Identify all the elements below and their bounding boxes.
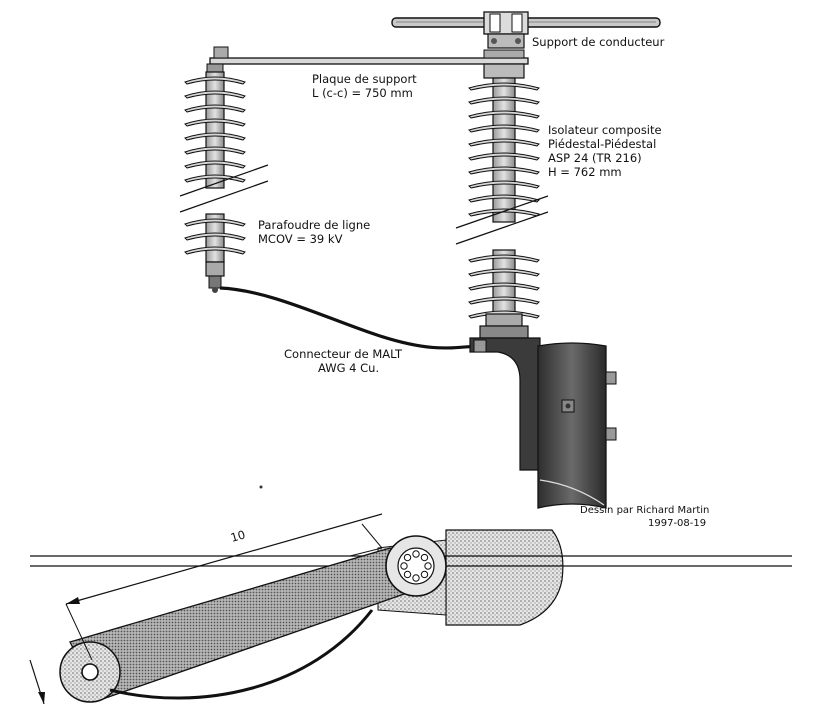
plan-view: [29, 513, 792, 705]
arrester-shed: [184, 132, 246, 141]
clamp-bolt: [412, 574, 420, 582]
insulator-shed: [468, 82, 540, 91]
label-connecteur-1: Connecteur de MALT: [284, 347, 403, 361]
break-marks: [179, 164, 549, 245]
clamp-bolt: [403, 553, 412, 562]
insulator-shed: [468, 166, 540, 175]
ground-cable: [219, 286, 479, 350]
arrester-shed: [184, 118, 246, 127]
arrester-shed: [184, 90, 246, 99]
clamp-bolt: [420, 553, 429, 562]
label-isolateur-4: H = 762 mm: [548, 165, 622, 179]
pole-bracket: [469, 337, 541, 471]
surge-arrester: [184, 63, 246, 293]
arrester-shed: [184, 76, 246, 85]
clamp-bolt: [400, 562, 408, 570]
arrester-shed: [184, 232, 246, 241]
wooden-pole: [537, 342, 617, 509]
label-parafoudre-2: MCOV = 39 kV: [258, 232, 343, 246]
clamp-bolt: [420, 570, 429, 579]
clamp-bolt: [403, 570, 412, 579]
label-parafoudre-1: Parafoudre de ligne: [258, 218, 370, 232]
composite-insulator: [468, 63, 540, 339]
insulator-shed: [468, 268, 540, 277]
insulator-shed: [468, 180, 540, 189]
arrester-shed: [184, 174, 246, 183]
insulator-shed: [468, 254, 540, 263]
insulator-shed: [468, 124, 540, 133]
label-isolateur-2: Piédestal-Piédestal: [548, 137, 656, 151]
label-support-conducteur: Support de conducteur: [532, 35, 665, 49]
stray-mark: [259, 485, 263, 489]
label-isolateur-1: Isolateur composite: [548, 123, 662, 137]
label-dimension-fragment: 10: [229, 527, 247, 544]
arrester-shed: [184, 146, 246, 155]
label-dessin-author: Dessin par Richard Martin: [580, 505, 709, 516]
insulator-shed: [468, 282, 540, 291]
support-plate: [209, 46, 529, 65]
insulator-shed: [468, 152, 540, 161]
conductor-support-clamp: [483, 11, 529, 49]
clamp-bolt: [424, 562, 432, 570]
clamp-bolt: [412, 550, 420, 558]
arrester-shed: [184, 218, 246, 227]
insulator-shed: [468, 194, 540, 203]
arrester-shed: [184, 246, 246, 255]
label-plaque-dimension: L (c-c) = 750 mm: [312, 86, 413, 100]
insulator-shed: [468, 138, 540, 147]
label-plaque-support: Plaque de support: [312, 72, 417, 86]
insulator-shed: [468, 110, 540, 119]
insulator-shed: [468, 96, 540, 105]
insulator-shed: [468, 296, 540, 305]
label-dessin-date: 1997-08-19: [648, 518, 706, 529]
arrester-shed: [184, 104, 246, 113]
arrester-shed: [184, 160, 246, 169]
label-connecteur-2: AWG 4 Cu.: [318, 361, 379, 375]
label-isolateur-3: ASP 24 (TR 216): [548, 151, 642, 165]
